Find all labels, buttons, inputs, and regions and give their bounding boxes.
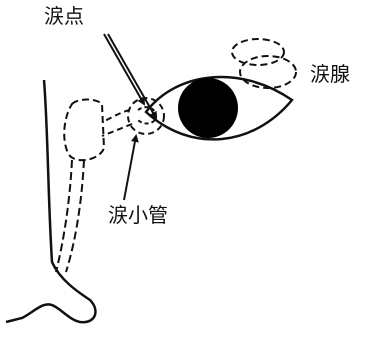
face-profile (6, 80, 95, 322)
lacrimal-gland-lobe-upper (232, 39, 284, 65)
lacrimal-canaliculus-lower (102, 124, 132, 136)
lacrimal-canaliculus-upper (102, 110, 130, 122)
lacrimal-punctum-label: 涙点 (44, 6, 84, 26)
pupil (178, 78, 238, 138)
canaliculus-arrow (124, 136, 136, 200)
lacrimal-sac (64, 100, 104, 161)
lacrimal-canaliculus-label: 涙小管 (108, 205, 168, 225)
punctum-arrow-1 (104, 34, 144, 104)
lacrimal-punctum-area (128, 98, 164, 134)
nasolacrimal-duct-right (66, 160, 84, 272)
lacrimal-gland-lobe-lower (240, 56, 296, 88)
lacrimal-gland-label: 涙腺 (310, 64, 350, 84)
punctum-arrow-2 (108, 34, 156, 118)
nasolacrimal-duct-left (56, 160, 72, 272)
